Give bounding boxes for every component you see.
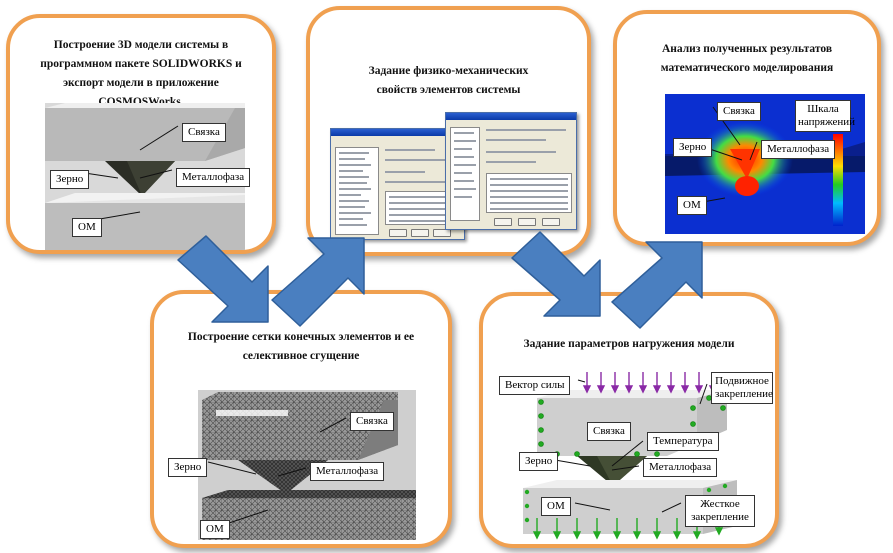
analysis-bond-label: Связка — [717, 102, 761, 121]
analysis-stress-scale-label: Шкала напряжений — [795, 100, 855, 132]
thermal-dialog-titlebar — [446, 113, 576, 120]
step-loading-card: Задание параметров нагружения модели — [479, 292, 779, 548]
loading-force-vector-label: Вектор силы — [499, 376, 571, 395]
loading-movable-fixture-label: Подвижное закрепление — [711, 372, 773, 404]
step-analysis-card: Анализ полученных результатов математиче… — [613, 10, 881, 246]
material-ok-button[interactable] — [389, 229, 407, 237]
step-properties-title: Задание физико-механических свойств элем… — [368, 65, 529, 96]
step-3d-model-title: Построение 3D модели системы в программн… — [40, 39, 242, 108]
model-om-label: ОМ — [72, 218, 102, 237]
loading-metal-phase-label: Металлофаза — [643, 458, 718, 477]
step-loading-title: Задание параметров нагружения модели — [523, 338, 735, 350]
mesh-om-label: ОМ — [200, 520, 230, 539]
loading-om-label: ОМ — [541, 497, 571, 516]
thermal-props-table — [486, 173, 572, 213]
thermal-dialog-window — [445, 112, 577, 230]
loading-grain-label: Зерно — [519, 452, 559, 471]
step-3d-model-card: Построение 3D модели системы в программн… — [6, 14, 276, 254]
step-mesh-card: Построение сетки конечных элементов и ее… — [150, 290, 452, 548]
step-properties-card: Задание физико-механических свойств элем… — [306, 6, 591, 256]
thermal-tree-list — [450, 127, 480, 221]
mesh-bond-label: Связка — [350, 412, 394, 431]
material-cancel-button[interactable] — [411, 229, 429, 237]
analysis-grain-label: Зерно — [673, 138, 713, 157]
thermal-help-button[interactable] — [542, 218, 560, 226]
loading-bond-label: Связка — [587, 422, 631, 441]
analysis-metal-phase-label: Металлофаза — [761, 140, 836, 159]
step-mesh-title: Построение сетки конечных элементов и ее… — [187, 331, 415, 362]
model-bond-label: Связка — [182, 123, 226, 142]
material-help-button[interactable] — [433, 229, 451, 237]
step-analysis-title: Анализ полученных результатов математиче… — [660, 43, 834, 74]
mesh-grain-label: Зерно — [168, 458, 208, 477]
material-dialog-titlebar — [331, 129, 464, 136]
thermal-cancel-button[interactable] — [518, 218, 536, 226]
material-dialog-window — [330, 128, 465, 240]
thermal-ok-button[interactable] — [494, 218, 512, 226]
model-metal-phase-label: Металлофаза — [176, 168, 251, 187]
loading-rigid-fixture-label: Жесткое закрепление — [685, 495, 755, 527]
material-tree-list — [335, 147, 379, 235]
model-grain-label: Зерно — [50, 170, 90, 189]
mesh-metal-phase-label: Металлофаза — [310, 462, 385, 481]
analysis-om-label: ОМ — [677, 196, 707, 215]
loading-temperature-label: Температура — [647, 432, 719, 451]
